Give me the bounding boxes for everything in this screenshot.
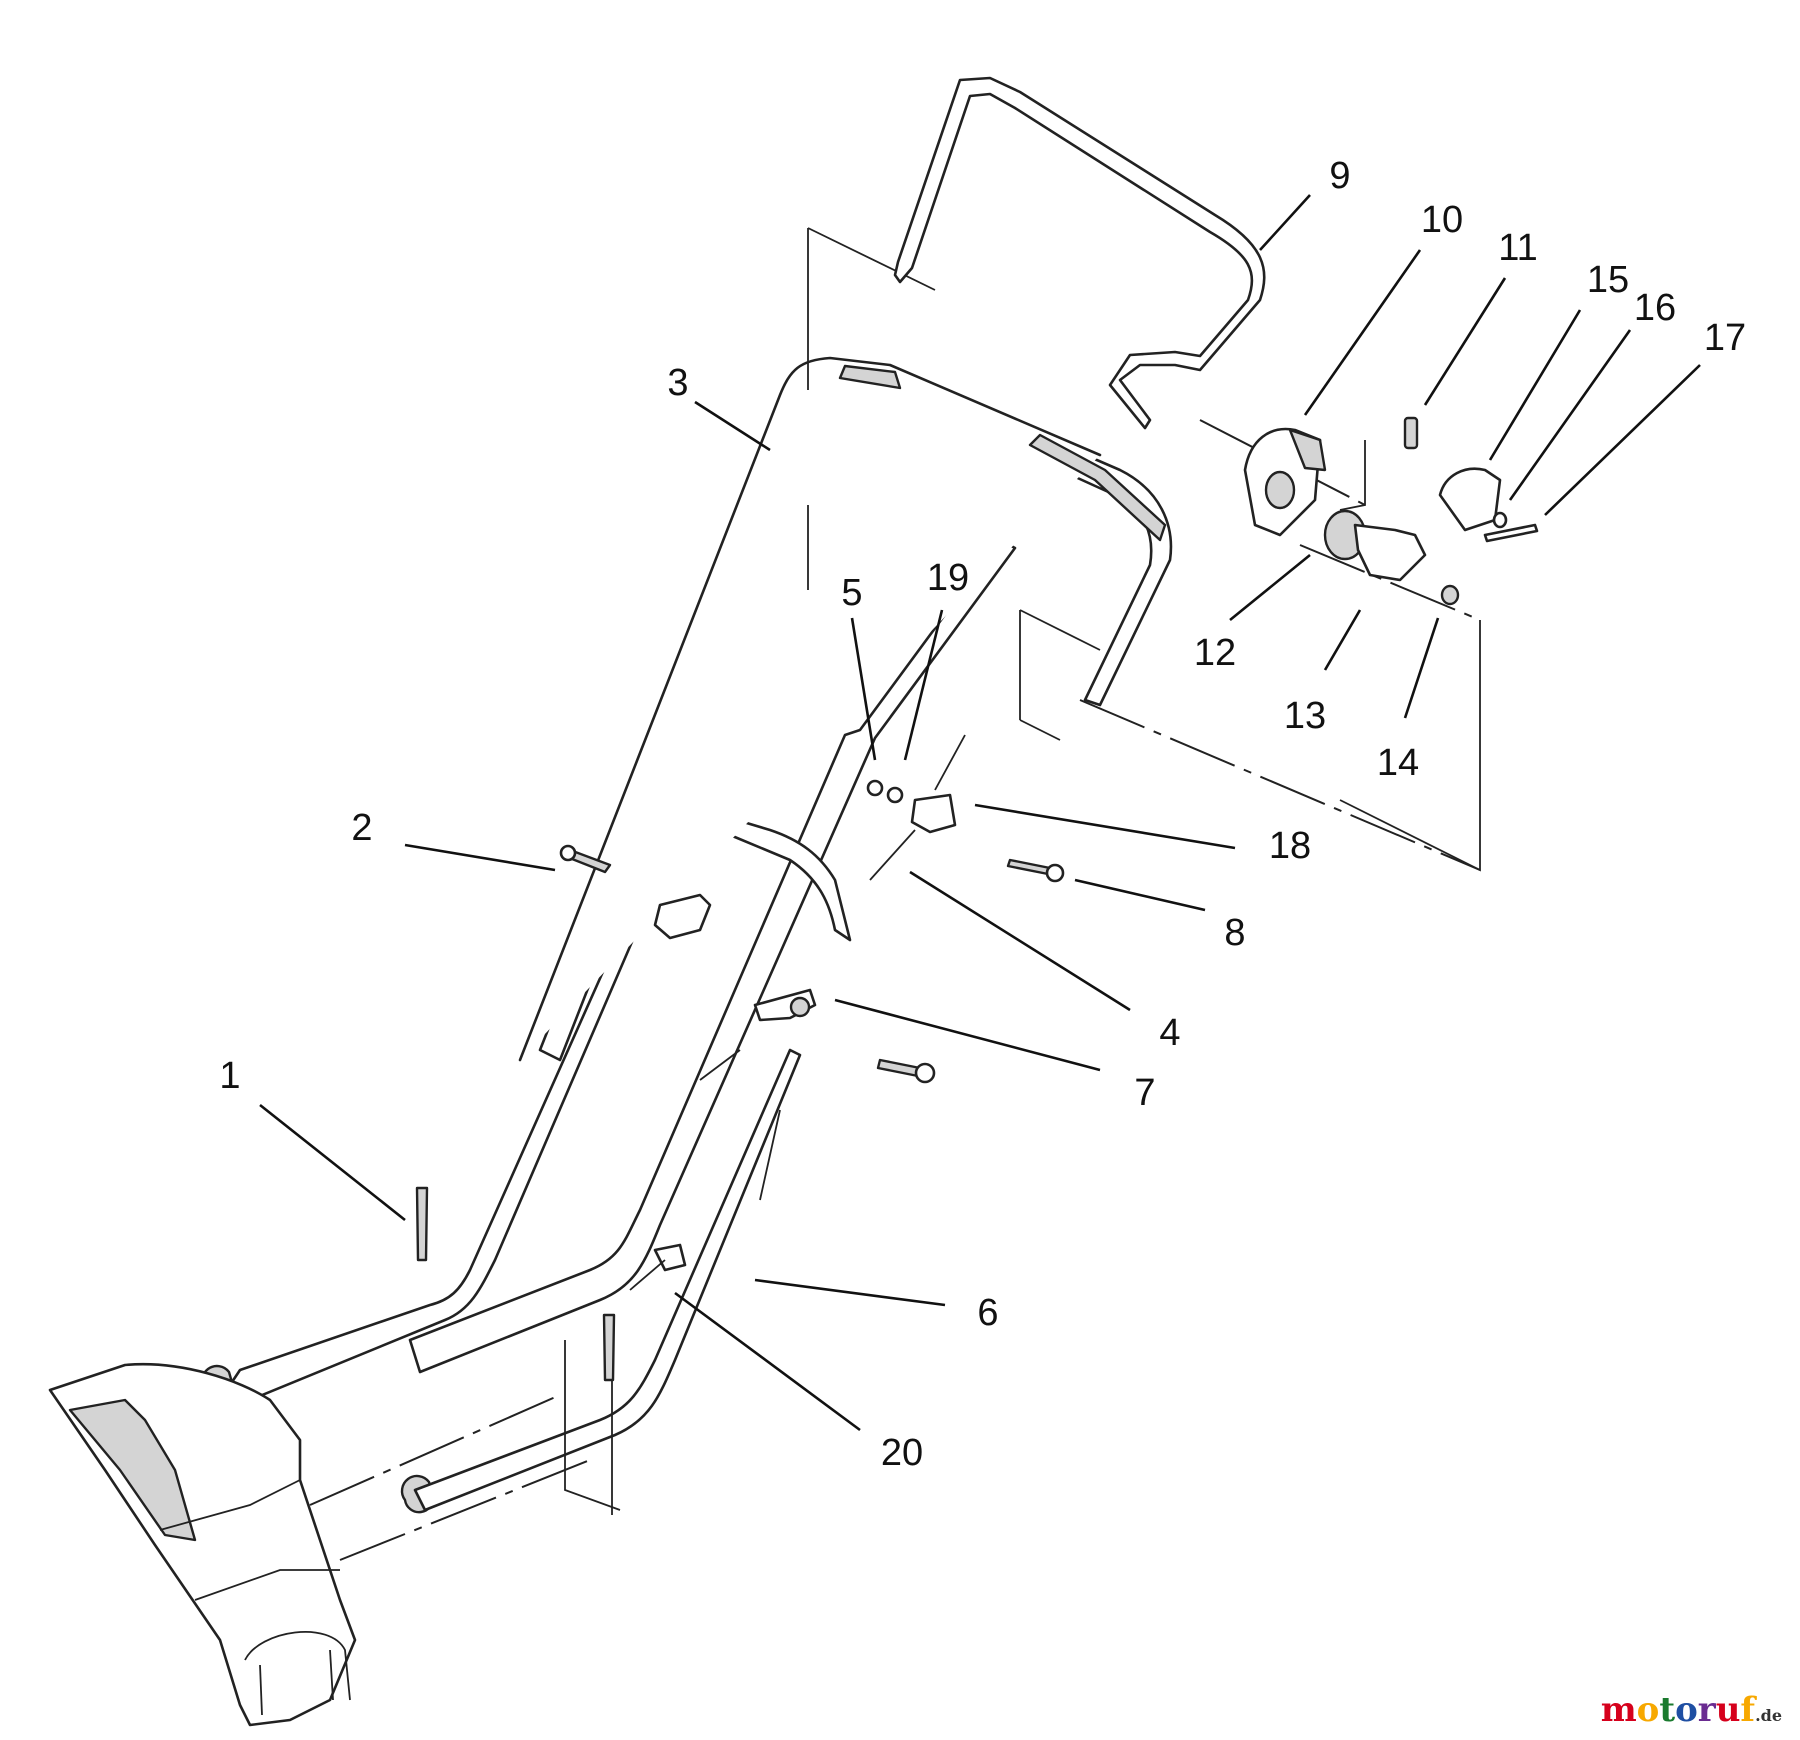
leader-3	[694, 400, 771, 452]
motoruf-watermark: motoruf.de	[1601, 1690, 1782, 1730]
leader-20	[674, 1291, 861, 1432]
leader-17	[1544, 364, 1701, 516]
leader-19	[903, 609, 944, 761]
callout-2: 2	[351, 807, 372, 849]
callout-20: 20	[881, 1432, 923, 1474]
callout-5: 5	[841, 572, 862, 614]
leader-2	[404, 843, 556, 872]
callout-7: 7	[1134, 1072, 1155, 1114]
callout-3: 3	[667, 362, 688, 404]
leader-1	[259, 1103, 406, 1222]
callout-11: 11	[1498, 227, 1537, 269]
callout-8: 8	[1224, 912, 1245, 954]
watermark-suffix: .de	[1755, 1706, 1782, 1725]
leader-14	[1403, 617, 1440, 719]
guide-lines	[309, 227, 1481, 1561]
leader-9	[1259, 194, 1311, 251]
callout-15: 15	[1587, 259, 1629, 301]
watermark-text: motoruf	[1601, 1690, 1755, 1730]
watermark-letter: f	[1740, 1690, 1756, 1730]
callout-12: 12	[1194, 632, 1236, 674]
watermark-letter: r	[1697, 1690, 1716, 1730]
watermark-letter: u	[1715, 1690, 1741, 1730]
leader-18	[974, 803, 1236, 850]
callout-13: 13	[1284, 695, 1326, 737]
upper-handle-part	[518, 356, 1173, 1062]
hardware-parts	[415, 734, 1065, 1382]
callout-16: 16	[1634, 287, 1676, 329]
leader-4	[909, 870, 1131, 1012]
watermark-letter: m	[1600, 1690, 1637, 1730]
chute-housing-part	[48, 1362, 357, 1727]
leader-7	[834, 998, 1101, 1072]
control-bail-part	[893, 76, 1266, 430]
leader-13	[1323, 609, 1362, 671]
callout-10: 10	[1421, 199, 1463, 241]
leader-5	[850, 617, 877, 761]
leader-lines	[259, 194, 1701, 1432]
leader-16	[1508, 329, 1632, 501]
leader-11	[1423, 277, 1507, 406]
callout-18: 18	[1269, 825, 1311, 867]
callout-labels: 1 2 3 4 5 6 7 8 9 10 11 12 13 14 15 16 1…	[219, 155, 1746, 1474]
watermark-letter: o	[1636, 1690, 1660, 1730]
leader-15	[1488, 309, 1582, 461]
watermark-letter: t	[1659, 1690, 1676, 1730]
leader-6	[754, 1278, 946, 1307]
leader-12	[1229, 553, 1311, 622]
callout-4: 4	[1159, 1012, 1180, 1054]
callout-14: 14	[1377, 742, 1419, 784]
pivot-assembly-part	[1243, 416, 1539, 606]
watermark-letter: o	[1675, 1690, 1698, 1730]
callout-17: 17	[1704, 317, 1746, 359]
callout-9: 9	[1329, 155, 1350, 197]
callout-1: 1	[219, 1055, 240, 1097]
leader-10	[1303, 249, 1422, 416]
leader-8	[1074, 878, 1206, 912]
callout-19: 19	[927, 557, 969, 599]
callout-6: 6	[977, 1292, 998, 1334]
